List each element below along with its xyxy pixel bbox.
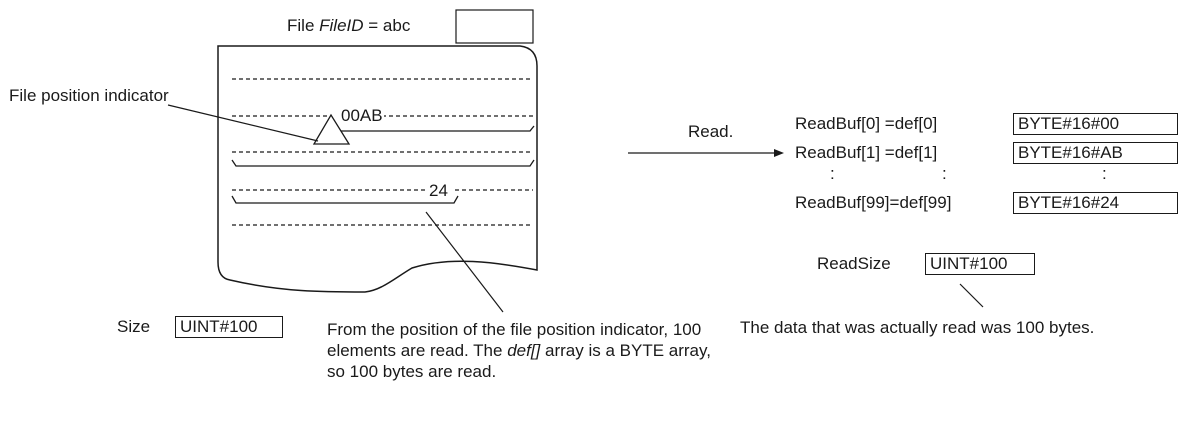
file-id-var: FileID [319,16,364,35]
file-id-box [455,9,534,44]
read-arrowhead [774,149,784,157]
description-part2: array is a BYTE array, so 100 bytes are … [327,341,711,381]
assignment-value-1: BYTE#16#AB [1013,142,1178,164]
read-label: Read. [688,122,734,141]
ellipsis-mid: : [942,164,947,183]
file-position-triangle [312,113,351,145]
assignment-lhs-1: ReadBuf[1] =def[1] [795,143,938,162]
file-label: File FileID = abc [287,16,410,36]
ellipsis-left: : [830,164,835,183]
read-size-leader [959,283,984,308]
read-description: From the position of the file position i… [327,319,727,382]
size-label: Size [117,317,151,336]
ellipsis-right: : [1102,164,1107,183]
assignment-lhs-0: ReadBuf[0] =def[0] [795,114,938,133]
record-lines [232,78,533,226]
assignment-lhs-2: ReadBuf[99]=def[99] [795,193,952,212]
description-leader [425,211,504,313]
assignment-value-0: BYTE#16#00 [1013,113,1178,135]
read-size-value: UINT#100 [925,253,1035,275]
file-value-first: 00AB [340,106,384,126]
description-part1: From the position of the file position i… [327,320,702,360]
read-size-label: ReadSize [817,254,891,273]
file-label-prefix: File [287,16,320,35]
file-position-indicator-label: File position indicator [9,86,169,105]
file-position-leader [167,104,319,142]
description-var: def[] [507,341,541,360]
read-size-note: The data that was actually read was 100 … [740,318,1095,337]
file-document-shape [217,45,538,293]
file-label-suffix: = abc [363,16,411,35]
read-range-braces [231,125,535,204]
file-value-last: 24 [428,181,449,201]
size-value: UINT#100 [175,316,283,338]
assignment-value-2: BYTE#16#24 [1013,192,1178,214]
